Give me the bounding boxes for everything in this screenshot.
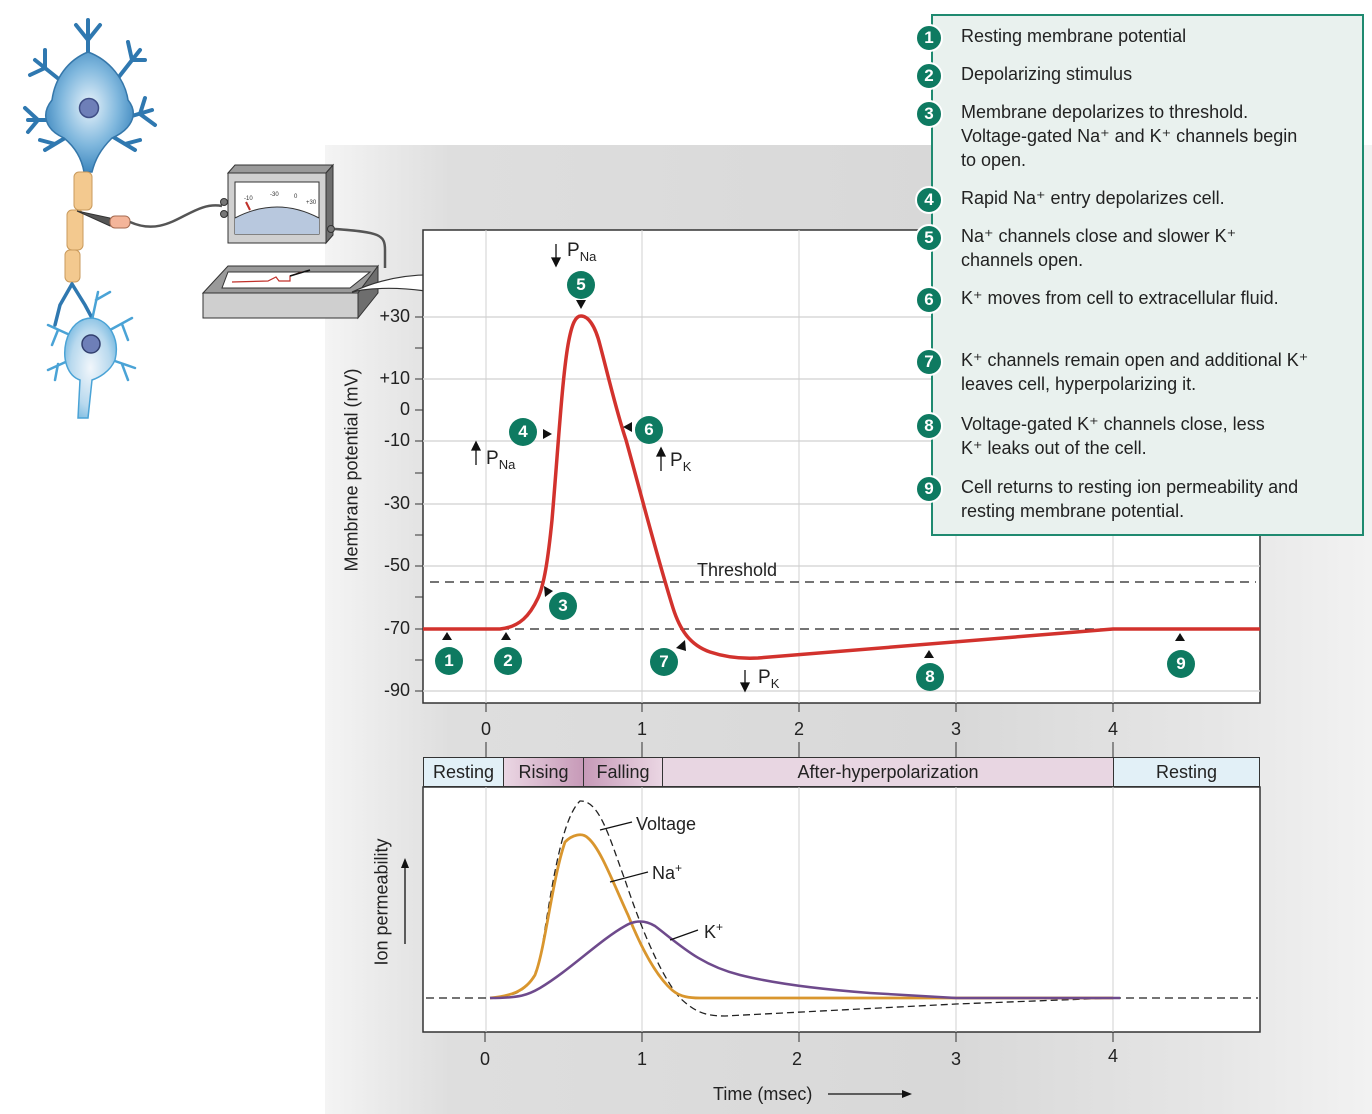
- legend-text: Cell returns to resting ion permeability…: [961, 477, 1299, 521]
- phase-falling: Falling: [584, 758, 663, 786]
- y-axis-label: Membrane potential (mV): [341, 368, 362, 572]
- na-label: Na+: [652, 861, 683, 883]
- legend-number-badge: 5: [915, 224, 943, 252]
- meter-label: -10: [244, 196, 253, 202]
- k-permeability-curve: [489, 920, 1120, 1000]
- x-tick-label: 4: [1107, 719, 1118, 739]
- svg-text:0: 0: [294, 194, 298, 200]
- x-tick-label: 1: [636, 719, 647, 739]
- x-tick-label: 1: [636, 1049, 647, 1069]
- legend-text: K⁺ moves from cell to extracellular flui…: [961, 288, 1279, 308]
- chart-recorder-icon: [201, 264, 379, 320]
- legend-box: 1 Resting membrane potential 2 Depolariz…: [915, 14, 1364, 536]
- legend-text: Depolarizing stimulus: [961, 64, 1133, 84]
- marker-4: 4: [509, 418, 537, 446]
- phase-after-hyperpolarization: After-hyperpolarization: [663, 758, 1114, 786]
- legend-number-badge: 6: [915, 286, 943, 314]
- legend-number-badge: 4: [915, 186, 943, 214]
- legend-text: Membrane depolarizes to threshold. Volta…: [961, 102, 1298, 170]
- legend-text: Na⁺ channels close and slower K⁺ channel…: [961, 226, 1237, 270]
- pna-increase-label: PNa: [486, 448, 516, 472]
- voltmeter-icon: -10 -30 0 +30: [220, 163, 387, 268]
- pk-increase-label: PK: [670, 450, 692, 474]
- y-tick-label: -70: [383, 618, 410, 638]
- permeability-arrows: [470, 244, 751, 693]
- x-tick-label: 2: [791, 1049, 802, 1069]
- pna-decrease-label: PNa: [567, 240, 597, 264]
- action-potential-curve: [423, 314, 1260, 660]
- legend-number-badge: 2: [915, 62, 943, 90]
- marker-6: 6: [635, 416, 663, 444]
- x-tick-label: 3: [950, 719, 961, 739]
- x-tick-label: 4: [1107, 1046, 1118, 1066]
- phase-resting: Resting: [424, 758, 504, 786]
- svg-text:+30: +30: [306, 200, 317, 206]
- marker-2: 2: [494, 647, 522, 675]
- phase-bar: Resting Rising Falling After-hyperpolari…: [423, 757, 1260, 787]
- x-tick-label: 2: [793, 719, 804, 739]
- legend-text: Voltage-gated K⁺ channels close, less K⁺…: [961, 414, 1265, 458]
- marker-7: 7: [650, 648, 678, 676]
- legend-number-badge: 9: [915, 475, 943, 503]
- y-tick-label: 0: [399, 399, 410, 419]
- ion-permeability-label: Ion permeability: [371, 838, 392, 966]
- marker-pointers: [442, 300, 1185, 658]
- phase-resting-end: Resting: [1114, 758, 1259, 786]
- y-tick-label: +30: [379, 306, 410, 326]
- legend-number-badge: 3: [915, 100, 943, 128]
- phase-rising: Rising: [504, 758, 584, 786]
- legend-text: K⁺ channels remain open and additional K…: [961, 350, 1309, 394]
- svg-text:-30: -30: [270, 192, 279, 198]
- marker-8: 8: [916, 663, 944, 691]
- x-tick-label: 3: [950, 1049, 961, 1069]
- legend-text: Rapid Na⁺ entry depolarizes cell.: [961, 188, 1225, 208]
- legend-number-badge: 8: [915, 412, 943, 440]
- y-tick-label: -90: [383, 680, 410, 700]
- y-tick-label: -10: [383, 430, 410, 450]
- marker-1: 1: [435, 647, 463, 675]
- y-tick-label: -30: [383, 493, 410, 513]
- marker-3: 3: [549, 592, 577, 620]
- x-axis-label: Time (msec): [713, 1084, 813, 1104]
- pk-decrease-label: PK: [758, 667, 780, 691]
- marker-9: 9: [1167, 650, 1195, 678]
- marker-5: 5: [567, 271, 595, 299]
- ion-permeability-chart: [401, 786, 1261, 1098]
- legend-number-badge: 7: [915, 348, 943, 376]
- x-tick-label: 0: [480, 719, 491, 739]
- legend-number-badge: 1: [915, 24, 943, 52]
- y-tick-label: +10: [379, 368, 410, 388]
- neuron-illustration: [23, 18, 223, 419]
- x-tick-label: 0: [479, 1049, 490, 1069]
- legend-text: Resting membrane potential: [961, 26, 1187, 46]
- y-tick-label: -50: [383, 555, 410, 575]
- voltage-label: Voltage: [636, 814, 697, 834]
- na-permeability-curve: [489, 833, 1113, 1000]
- threshold-label: Threshold: [697, 560, 778, 580]
- k-label: K+: [704, 920, 724, 942]
